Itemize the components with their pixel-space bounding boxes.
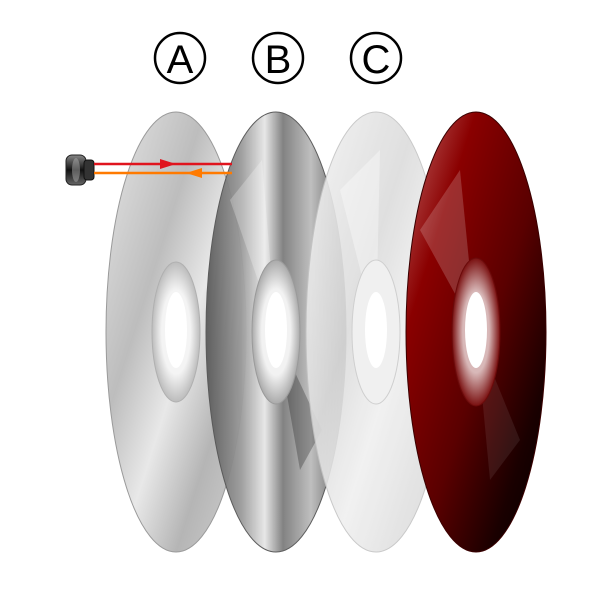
- layer-label-b-text: B: [265, 38, 292, 82]
- disc-layer-c: [305, 111, 447, 553]
- layer-label-a: A: [153, 31, 207, 85]
- arrow-left-icon: [186, 168, 202, 178]
- disc-layer-b: [205, 111, 347, 553]
- layer-label-b: B: [251, 31, 305, 85]
- disc-layer-d: [405, 111, 547, 553]
- disc-layer-a: [105, 111, 247, 553]
- laser-emitter-icon: [65, 154, 95, 186]
- layer-label-a-text: A: [167, 38, 194, 82]
- layer-label-c-text: C: [362, 38, 391, 82]
- arrow-right-icon: [160, 159, 176, 169]
- layer-label-c: C: [349, 31, 403, 85]
- laser-beams: [94, 159, 232, 178]
